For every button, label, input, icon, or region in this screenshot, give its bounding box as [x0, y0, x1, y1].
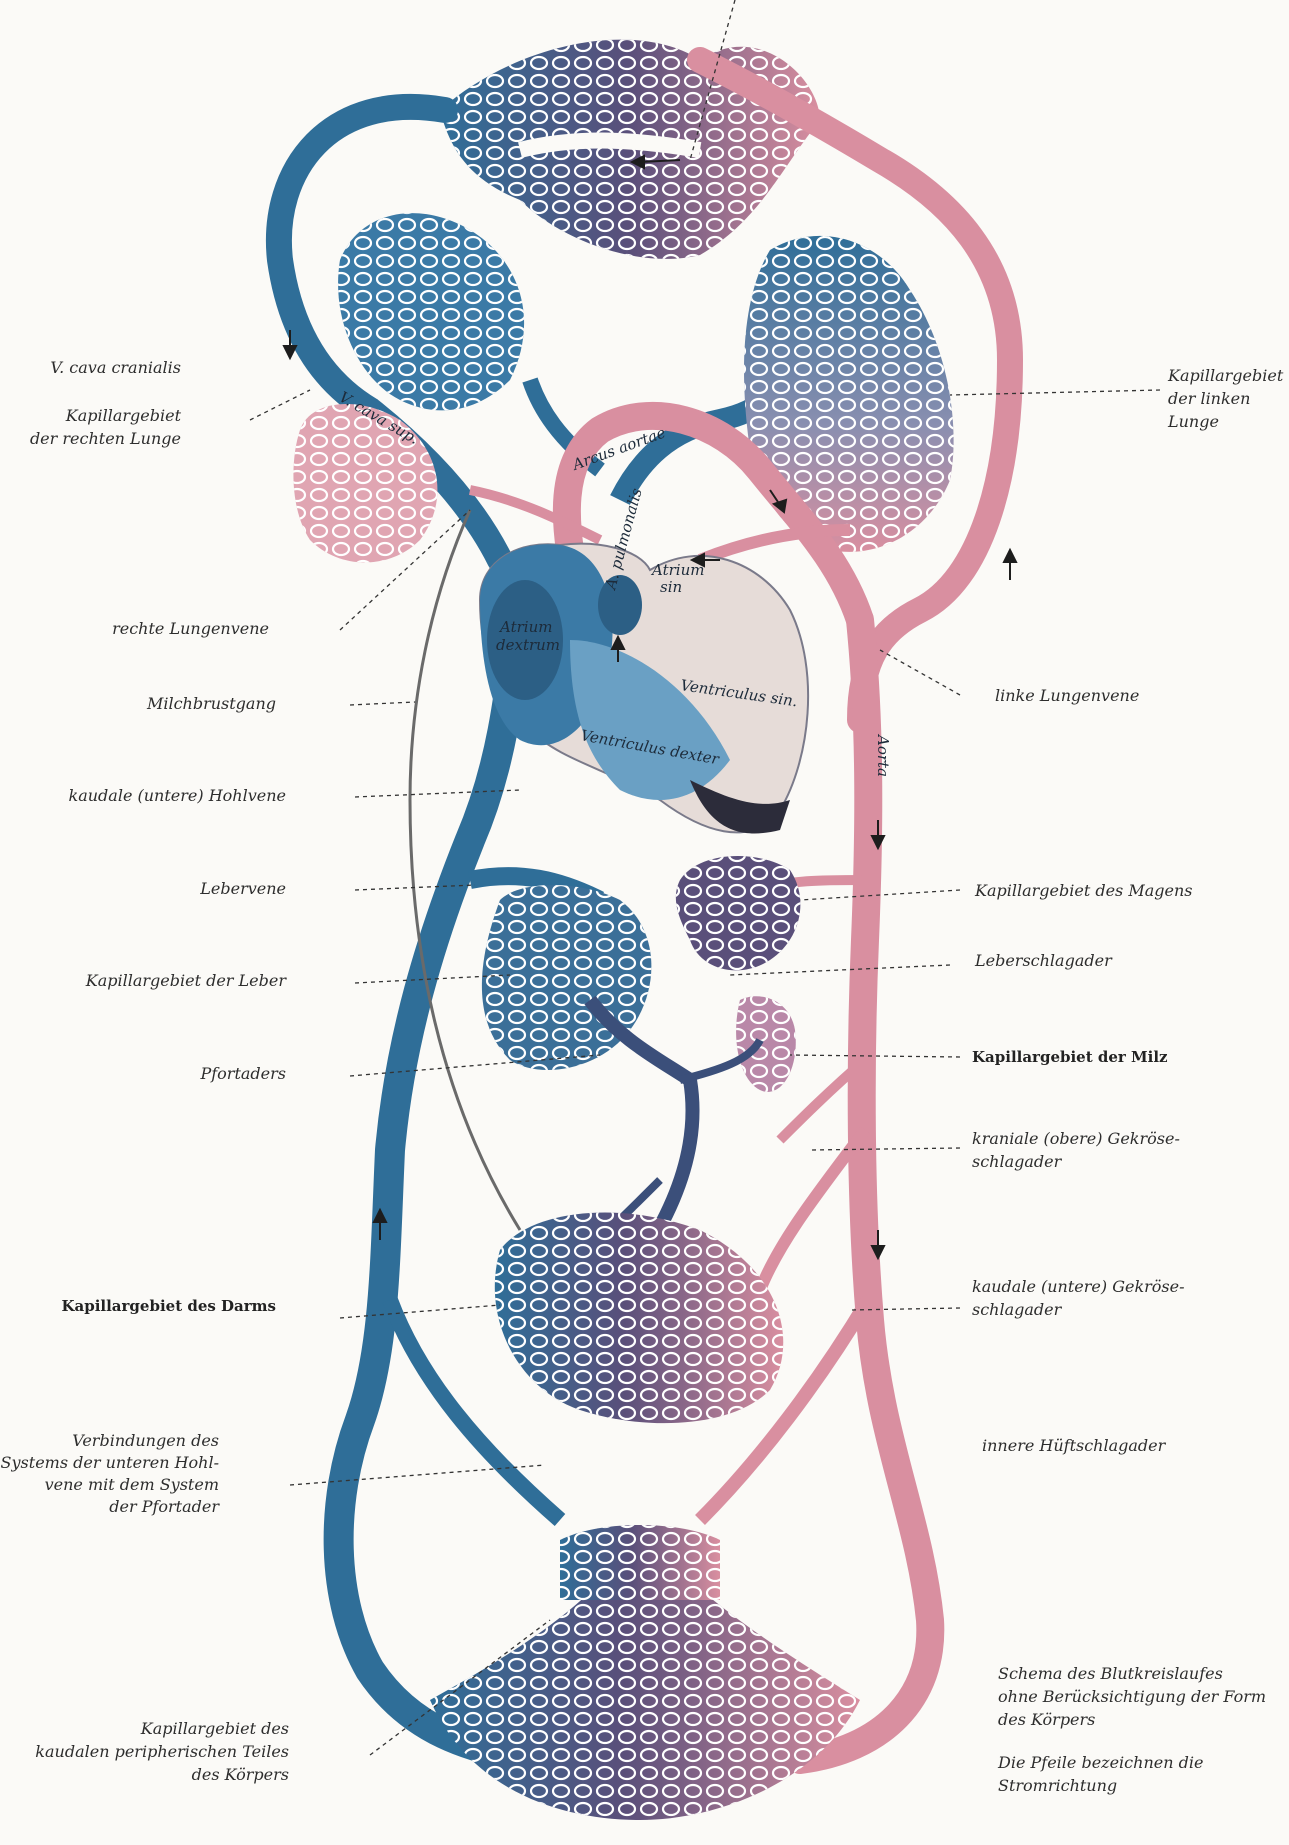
atrium-dextrum-label-1: Atrium: [498, 618, 552, 636]
label-v-cava-cranialis: V. cava cranialis: [50, 357, 181, 379]
label-schema-3: des Körpers: [998, 1709, 1095, 1731]
label-linke-lungenvene: linke Lungenvene: [995, 685, 1139, 707]
label-kaudale-gekroese-2: schlagader: [972, 1299, 1061, 1321]
label-kap-kaudal-1: Kapillargebiet des: [141, 1718, 289, 1740]
label-kaudale-gekroese-1: kaudale (untere) Gekröse-: [972, 1276, 1185, 1298]
label-pfeile-2: Stromrichtung: [998, 1775, 1117, 1797]
label-kraniale-gekroese-1: kraniale (obere) Gekröse-: [972, 1128, 1180, 1150]
label-kap-milz: Kapillargebiet der Milz: [972, 1046, 1168, 1068]
label-leberschlagader: Leberschlagader: [975, 950, 1112, 972]
stomach-capillary: [676, 856, 801, 970]
label-verbindungen-4: der Pfortader: [109, 1496, 219, 1518]
label-kap-leber: Kapillargebiet der Leber: [86, 970, 286, 992]
label-kap-rechte-lunge-2: der rechten Lunge: [30, 428, 181, 450]
label-kap-darms: Kapillargebiet des Darms: [61, 1295, 276, 1317]
intestine-capillary: [495, 1213, 783, 1424]
label-schema-2: ohne Berücksichtigung der Form: [998, 1686, 1266, 1708]
label-milchbrustgang: Milchbrustgang: [147, 693, 276, 715]
spleen-capillary: [736, 996, 796, 1092]
label-kap-rechte-lunge-1: Kapillargebiet: [66, 405, 181, 427]
label-kap-magen: Kapillargebiet des Magens: [975, 880, 1192, 902]
label-lebervene: Lebervene: [200, 878, 286, 900]
label-kap-kaudal-2: kaudalen peripherischen Teiles: [35, 1741, 289, 1763]
label-kaudale-hohlvene: kaudale (untere) Hohlvene: [69, 785, 286, 807]
label-kap-linke-lunge-2: der linken: [1168, 388, 1250, 410]
label-verbindungen-2: Systems der unteren Hohl-: [1, 1452, 219, 1474]
caudal-capillary-network: [430, 1525, 860, 1820]
label-kraniale-gekroese-2: schlagader: [972, 1151, 1061, 1173]
atrium-sin-label-1: Atrium: [650, 561, 704, 579]
label-kap-linke-lunge-3: Lunge: [1168, 411, 1219, 433]
label-pfortaders: Pfortaders: [200, 1063, 286, 1085]
label-rechte-lungenvene: rechte Lungenvene: [112, 618, 269, 640]
aorta-label: Aorta: [874, 733, 892, 777]
label-innere-hueft: innere Hüftschlagader: [982, 1435, 1165, 1457]
label-verbindungen-3: vene mit dem System: [45, 1474, 219, 1496]
label-kap-kaudal-3: des Körpers: [192, 1764, 289, 1786]
label-kap-linke-lunge-1: Kapillargebiet: [1168, 365, 1283, 387]
atrium-dextrum-label-2: dextrum: [496, 636, 560, 654]
atrium-sin-label-2: sin: [660, 578, 682, 596]
label-schema-1: Schema des Blutkreislaufes: [998, 1663, 1223, 1685]
label-pfeile-1: Die Pfeile bezeichnen die: [998, 1752, 1203, 1774]
head-capillary-network: [440, 40, 820, 259]
label-verbindungen-1: Verbindungen des: [72, 1430, 219, 1452]
